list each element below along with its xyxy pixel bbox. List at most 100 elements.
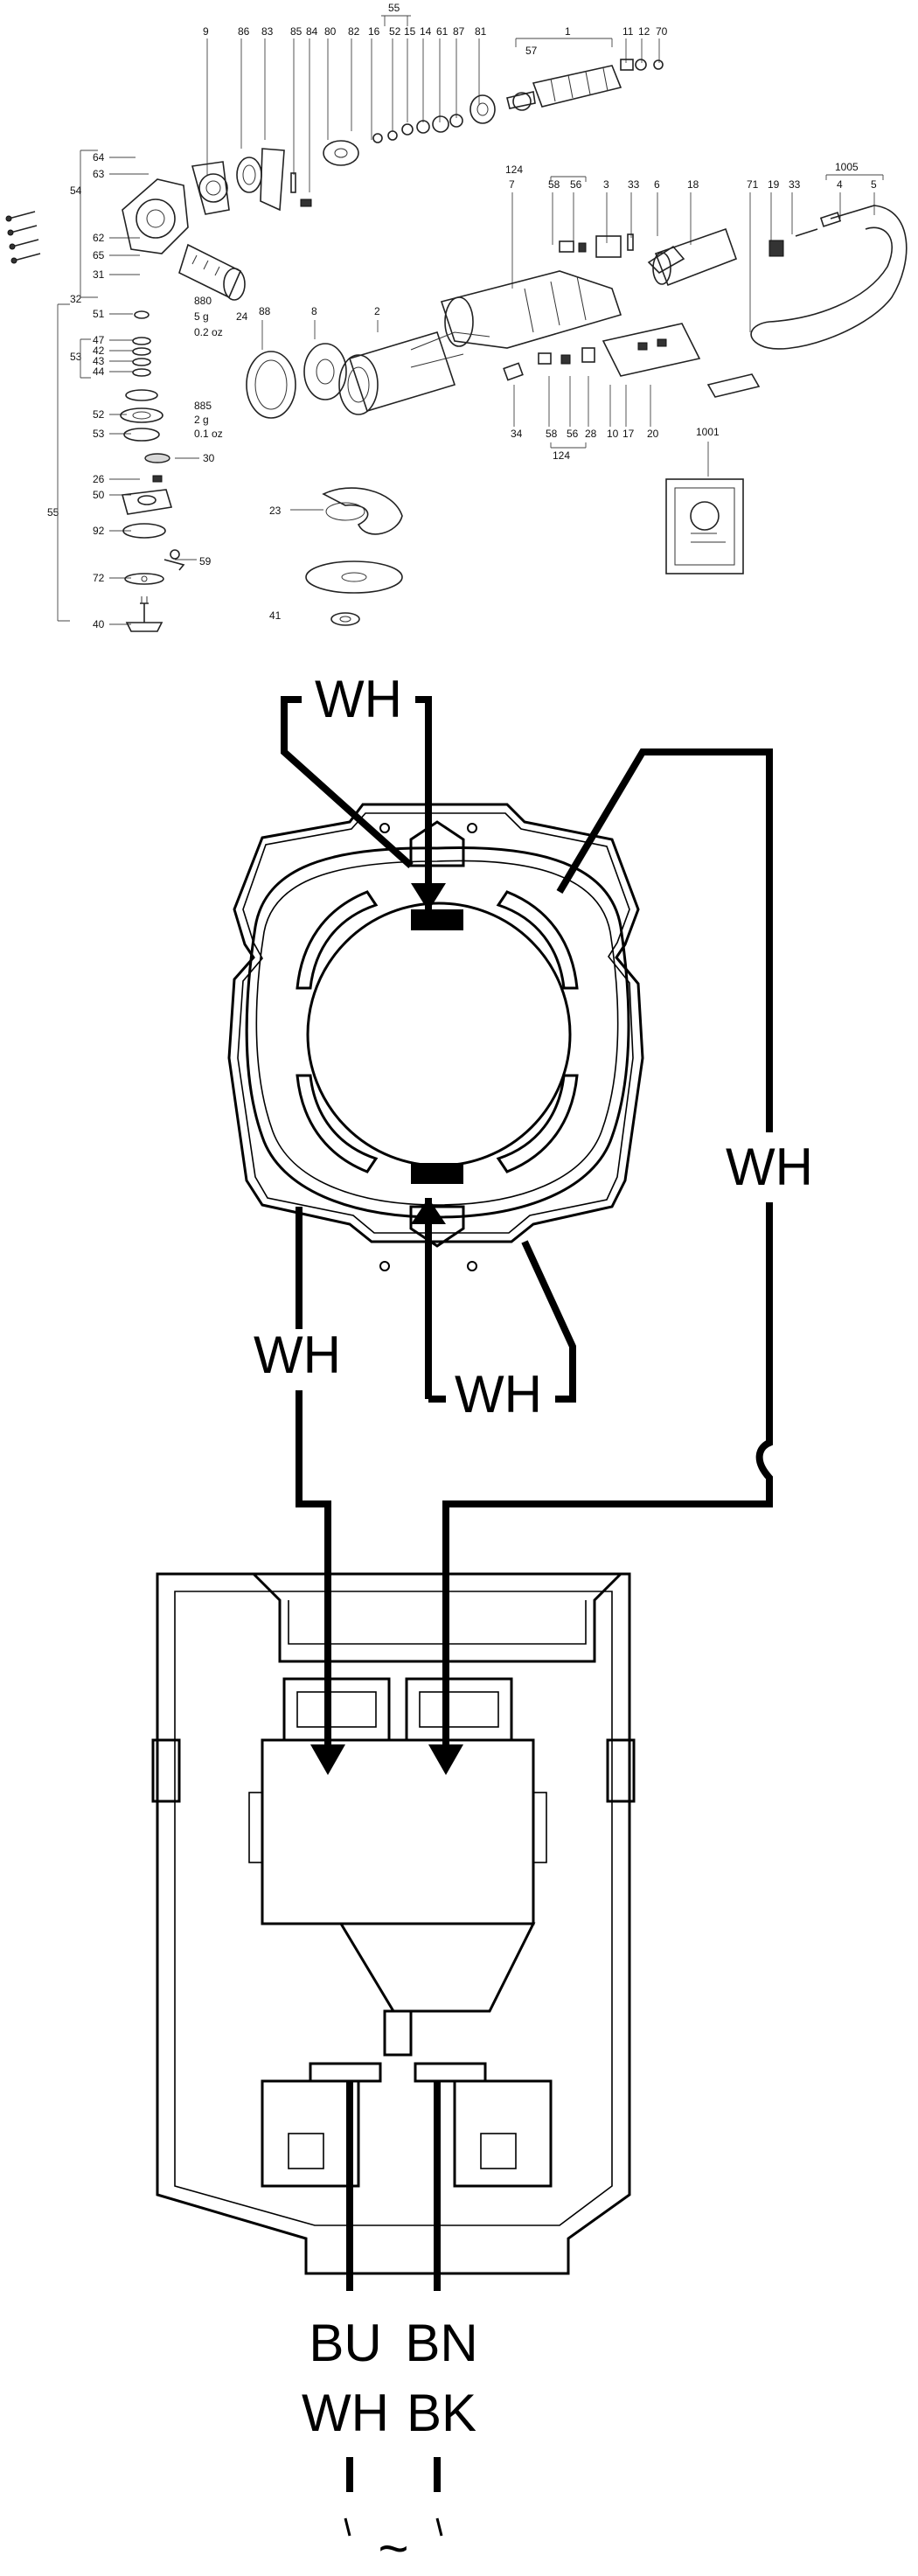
terminal-top-right: [405, 1677, 513, 1742]
label-84: 84: [306, 25, 318, 38]
terminal-label-right-top: BN: [405, 2314, 477, 2372]
label-80: 80: [324, 25, 337, 38]
label-9: 9: [203, 25, 209, 38]
label-885: 885: [194, 400, 212, 412]
screws-part: [5, 211, 41, 264]
label-56-top: 56: [570, 178, 582, 191]
label-28: 28: [585, 428, 597, 440]
grinding-disc-part: [305, 560, 403, 594]
part-33-right: [795, 228, 818, 237]
ring-14-part: [416, 120, 430, 134]
ring-61-part: [432, 115, 449, 133]
terminal-label-left-bottom: WH: [302, 2384, 389, 2442]
power-cord-part: [706, 205, 908, 398]
label-71: 71: [747, 178, 759, 191]
pin-85-part: [290, 172, 296, 193]
switch-module-part: [602, 323, 701, 377]
label-31: 31: [93, 268, 105, 281]
label-1001: 1001: [696, 426, 720, 438]
gear-stack-part: [120, 310, 185, 632]
label-880-weight-oz: 0.2 oz: [194, 326, 223, 338]
ring-16-part: [372, 133, 383, 143]
label-124-top: 124: [505, 164, 523, 176]
part-33: [627, 233, 634, 251]
label-41: 41: [269, 609, 282, 622]
label-1: 1: [565, 25, 571, 38]
label-50: 50: [93, 489, 105, 501]
wire-right: [428, 748, 773, 1775]
label-23: 23: [269, 505, 282, 517]
terminal-label-left-top: BU: [309, 2314, 381, 2372]
motor-housing-part: [440, 270, 622, 349]
brush-bottom: [411, 1163, 463, 1184]
ring-15-part: [401, 123, 414, 136]
label-33-mid: 33: [628, 178, 640, 191]
label-61: 61: [436, 25, 449, 38]
ac-symbol: ~: [378, 2519, 408, 2576]
label-19: 19: [768, 178, 780, 191]
label-44: 44: [93, 366, 105, 378]
stator-part: [338, 331, 490, 415]
label-20: 20: [647, 428, 659, 440]
terminal-top-left: [282, 1677, 391, 1742]
nut-41-part: [330, 612, 360, 626]
ring-52-part: [387, 130, 398, 141]
label-88: 88: [259, 305, 271, 317]
switch-block: [261, 1738, 535, 1925]
part-19: [768, 240, 784, 257]
label-32: 32: [70, 293, 82, 305]
switch-housing: [151, 1572, 636, 2275]
label-6: 6: [654, 178, 660, 191]
label-880: 880: [194, 295, 212, 307]
disc-80-part: [323, 140, 359, 166]
terminal-label-right-bottom: BK: [407, 2384, 476, 2442]
label-92: 92: [93, 525, 105, 537]
label-4: 4: [837, 178, 843, 191]
label-7: 7: [509, 178, 515, 191]
label-124-bottom: 124: [553, 449, 570, 462]
label-86: 86: [238, 25, 250, 38]
part-6: [647, 245, 685, 274]
label-2: 2: [374, 305, 380, 317]
label-64: 64: [93, 151, 105, 164]
label-11: 11: [622, 25, 634, 38]
label-82: 82: [348, 25, 360, 38]
armature-part: [506, 65, 622, 111]
plug-dashes: [346, 2457, 441, 2492]
label-87: 87: [453, 25, 465, 38]
label-57: 57: [525, 45, 538, 57]
label-8: 8: [311, 305, 317, 317]
label-30: 30: [203, 452, 215, 464]
label-17: 17: [622, 428, 635, 440]
label-63: 63: [93, 168, 105, 180]
wire-label-bottom: WH: [455, 1365, 542, 1424]
label-43: 43: [93, 355, 105, 367]
bearing-part: [236, 157, 262, 193]
gear-housing-part: [191, 161, 230, 215]
label-42: 42: [93, 345, 105, 357]
part-58: [559, 240, 574, 253]
label-15: 15: [404, 25, 416, 38]
label-33-right: 33: [789, 178, 801, 191]
wire-left: [296, 1207, 345, 1775]
label-53-left: 53: [70, 351, 82, 363]
label-85: 85: [290, 25, 303, 38]
label-1005: 1005: [835, 161, 859, 173]
label-47: 47: [93, 334, 105, 346]
guard-part: [322, 487, 403, 535]
label-55-top: 55: [388, 2, 400, 14]
label-5: 5: [871, 178, 877, 191]
label-55-left: 55: [47, 506, 59, 519]
label-83: 83: [261, 25, 274, 38]
wiring-diagram: WH WH WH WH: [151, 670, 813, 2576]
label-880-weight-g: 5 g: [194, 310, 209, 323]
label-10: 10: [607, 428, 619, 440]
label-59: 59: [199, 555, 212, 567]
part-56-bottom: [560, 354, 571, 365]
bracket-83-part: [260, 148, 285, 212]
ring-81-part: [469, 94, 496, 124]
part-28: [581, 347, 595, 363]
label-51: 51: [93, 308, 105, 320]
label-34: 34: [511, 428, 523, 440]
